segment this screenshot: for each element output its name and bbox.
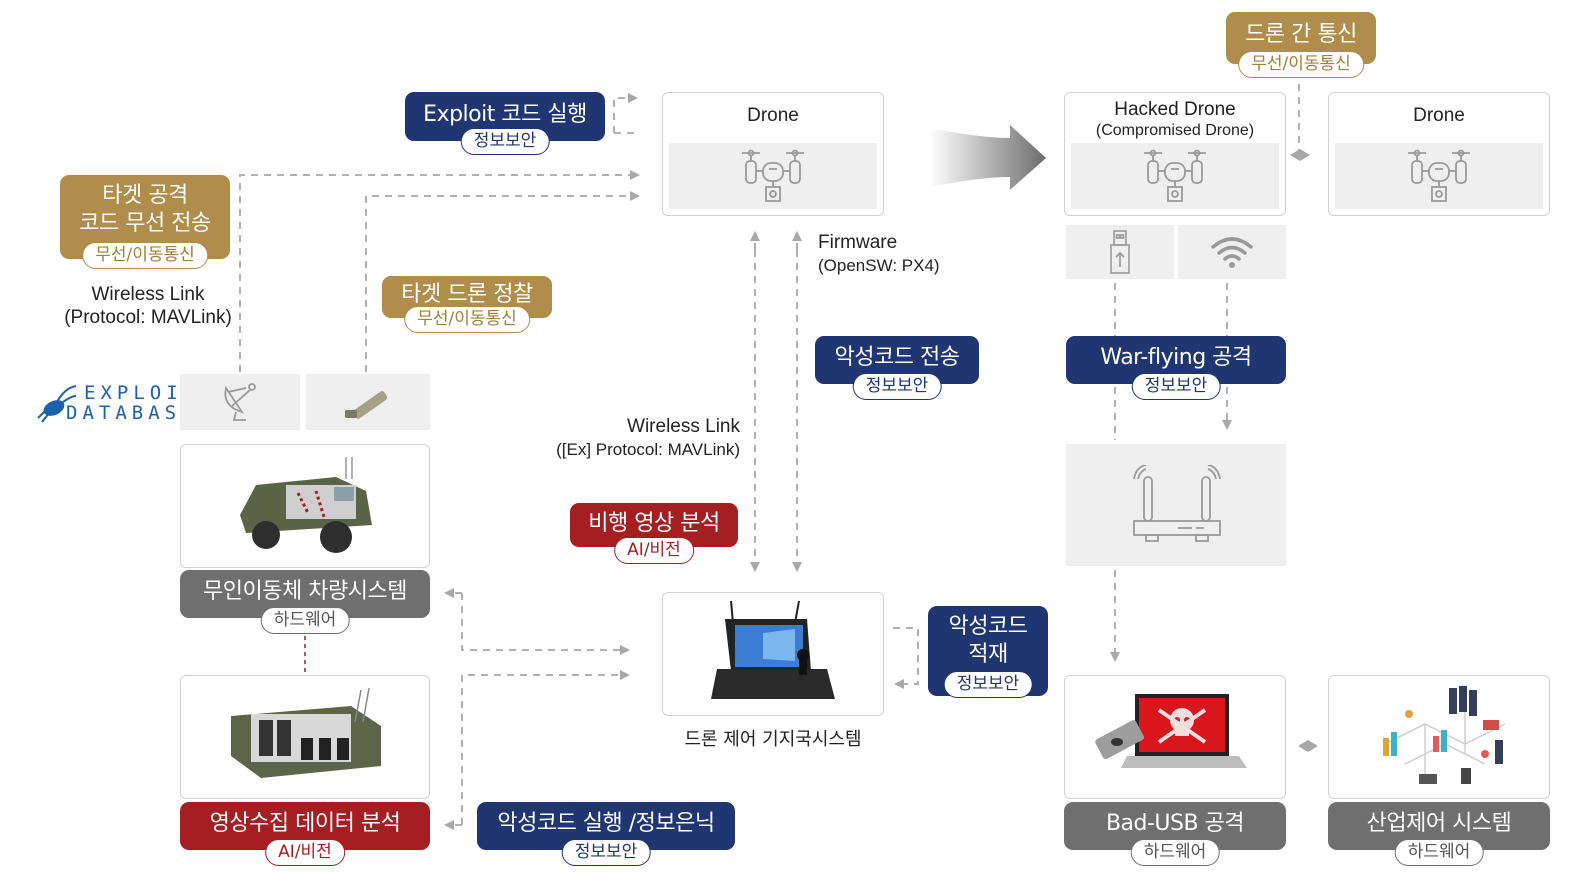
- drone-card-right: Drone: [1328, 92, 1550, 216]
- drone-icon-box: [1335, 143, 1543, 209]
- wifi-icon: [1211, 237, 1253, 268]
- firmware-line1: Firmware: [818, 232, 898, 253]
- tag-bad-usb: Bad-USB 공격 하드웨어: [1064, 802, 1286, 866]
- tag-pill: AI/비전: [614, 537, 694, 564]
- tag-flight-video-analysis: 비행 영상 분석 AI/비전: [570, 503, 738, 564]
- tag-title: War-flying 공격: [1100, 345, 1252, 370]
- wireless-link-line2: (Protocol: MAVLink): [64, 307, 232, 328]
- tag-title-line1: 악성코드: [948, 614, 1028, 639]
- drone-icon-box: [1071, 143, 1279, 209]
- drone-icon: [1408, 149, 1470, 202]
- card-subtitle: (Compromised Drone): [1095, 122, 1255, 139]
- drone-icon-box: [669, 143, 877, 209]
- tag-title-line2: 적재: [968, 642, 1008, 667]
- wireless-link-line1: Wireless Link: [627, 416, 740, 437]
- usb-block: [1066, 225, 1174, 279]
- card-title: Hacked Drone: [1114, 99, 1236, 120]
- tag-title: 비행 영상 분석: [588, 511, 720, 536]
- tag-pill: 무선/이동통신: [404, 306, 530, 333]
- wireless-link-center-label: Wireless Link ([Ex] Protocol: MAVLink): [530, 415, 740, 461]
- firmware-label: Firmware (OpenSW: PX4): [818, 231, 940, 277]
- tag-title: 악성코드 전송: [834, 345, 960, 370]
- military-vehicle-image: [226, 455, 386, 559]
- satellite-dish-icon: [224, 383, 256, 421]
- tag-industrial-control-system: 산업제어 시스템 하드웨어: [1328, 802, 1550, 866]
- connector-exploit-to-drone: [613, 93, 638, 133]
- tag-pill: 하드웨어: [260, 607, 350, 634]
- tag-pill: 정보보안: [460, 128, 550, 155]
- wireless-link-line2: ([Ex] Protocol: MAVLink): [556, 440, 740, 459]
- tag-target-attack: 타겟 공격 코드 무선 전송 무선/이동통신: [60, 175, 230, 269]
- tag-title: 드론 간 통신: [1245, 22, 1357, 47]
- usb-stick-icon: [1110, 230, 1130, 274]
- spider-icon: [37, 385, 76, 423]
- card-title: Drone: [747, 105, 799, 126]
- router-block: [1066, 444, 1286, 566]
- satellite-dish-block: [180, 374, 300, 430]
- tag-pill: AI/비전: [265, 839, 345, 866]
- antenna-device-icon: [345, 391, 388, 419]
- connector-malware-load: [893, 627, 919, 685]
- drone-icon: [742, 149, 804, 202]
- bidir-arrow-drones: [1290, 149, 1310, 161]
- wifi-block: [1178, 225, 1286, 279]
- tag-pill: 하드웨어: [1394, 839, 1484, 866]
- ground-control-station-image: [703, 599, 843, 711]
- transformation-arrow: [930, 125, 1046, 190]
- card-title: Drone: [1413, 105, 1465, 126]
- tag-title: Bad-USB 공격: [1105, 811, 1245, 836]
- vehicle-system-card: [180, 444, 430, 568]
- tag-target-recon: 타겟 드론 정찰 무선/이동통신: [382, 276, 552, 333]
- connector-vehicle-gcs: [461, 593, 630, 655]
- wireless-link-left-label: Wireless Link (Protocol: MAVLink): [48, 283, 248, 329]
- tag-title-line2: 코드 무선 전송: [79, 211, 211, 236]
- logo-line2: DATABASE: [66, 402, 198, 424]
- firmware-line2: (OpenSW: PX4): [818, 256, 940, 275]
- tag-title: 악성코드 실행 /정보은닉: [497, 811, 715, 836]
- bad-usb-laptop-image: [1091, 688, 1261, 788]
- drone-card-center: Drone: [662, 92, 884, 216]
- tag-malware-transfer: 악성코드 전송 정보보안: [815, 336, 979, 400]
- tag-pill: 하드웨어: [1130, 839, 1220, 866]
- tag-malware-load: 악성코드 적재 정보보안: [928, 606, 1048, 698]
- tag-title: 무인이동체 차량시스템: [203, 579, 407, 604]
- ics-card: [1328, 675, 1550, 799]
- antenna-block: [306, 374, 430, 430]
- tag-pill: 무선/이동통신: [1238, 51, 1364, 78]
- tag-pill: 정보보안: [561, 839, 651, 866]
- tag-title-line1: 타겟 공격: [102, 183, 188, 208]
- gcs-label: 드론 제어 기지국시스템: [684, 729, 862, 750]
- command-shelter-image: [221, 686, 391, 790]
- tag-pill: 정보보안: [1131, 373, 1221, 400]
- tag-pill: 정보보안: [943, 671, 1033, 698]
- tag-title: Exploit 코드 실행: [423, 102, 587, 127]
- tag-video-data-analysis: 영상수집 데이터 분석 AI/비전: [180, 802, 430, 866]
- exploit-database-logo: EXPLOIT DATABASE: [36, 382, 194, 426]
- wifi-router-icon: [1133, 465, 1221, 542]
- tag-title: 산업제어 시스템: [1366, 811, 1512, 836]
- logo-line1: EXPLOIT: [84, 382, 200, 404]
- tag-malware-exec-stego: 악성코드 실행 /정보은닉 정보보안: [477, 802, 735, 866]
- shelter-system-card: [180, 675, 430, 799]
- bad-usb-card: [1064, 675, 1286, 799]
- tag-pill: 무선/이동통신: [82, 242, 208, 269]
- tag-title: 타겟 드론 정찰: [401, 282, 533, 307]
- tag-exploit-exec: Exploit 코드 실행 정보보안: [405, 92, 605, 155]
- tag-vehicle-system: 무인이동체 차량시스템 하드웨어: [180, 570, 430, 634]
- tag-title: 영상수집 데이터 분석: [209, 811, 401, 836]
- tag-war-flying: War-flying 공격 정보보안: [1066, 336, 1286, 400]
- bidir-arrow-usb-ics: [1298, 740, 1318, 752]
- tag-pill: 정보보안: [852, 373, 942, 400]
- tag-inter-drone-comm: 드론 간 통신 무선/이동통신: [1226, 12, 1376, 78]
- industrial-control-network-image: [1365, 684, 1515, 792]
- drone-icon: [1144, 149, 1206, 202]
- hacked-drone-card: Hacked Drone (Compromised Drone): [1064, 92, 1286, 216]
- wireless-link-line1: Wireless Link: [91, 284, 205, 305]
- gcs-card: [662, 592, 884, 716]
- connector-antenna-to-drone: [239, 170, 640, 372]
